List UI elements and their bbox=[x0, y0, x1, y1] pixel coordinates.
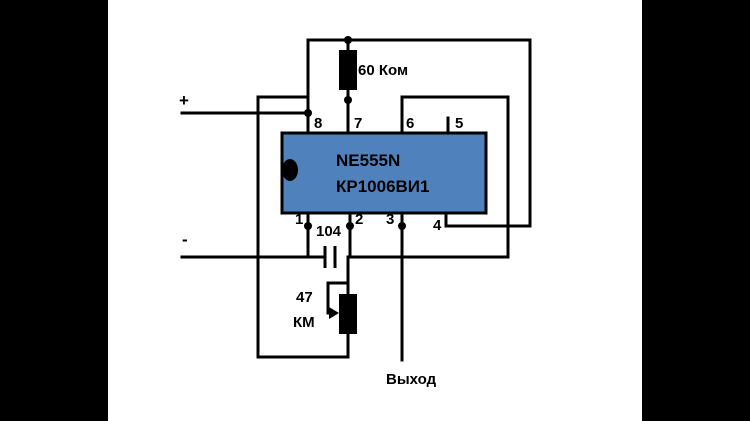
junction-dot bbox=[344, 36, 352, 44]
resistor-label: 60 Ком bbox=[358, 62, 408, 79]
ic-label-analog: КР1006ВИ1 bbox=[336, 177, 429, 196]
supply-plus-label: + bbox=[179, 91, 189, 110]
resistor-60k bbox=[339, 50, 357, 90]
junction-dot bbox=[304, 109, 312, 117]
pin-label-5: 5 bbox=[455, 115, 463, 132]
wire-left-loop bbox=[256, 95, 350, 359]
junction-dot bbox=[398, 222, 406, 230]
pot-label-value: 47 bbox=[296, 289, 313, 306]
ic-label-model: NE555N bbox=[336, 151, 400, 170]
junction-dot bbox=[304, 222, 312, 230]
ic-body bbox=[280, 131, 488, 215]
junction-dot bbox=[346, 222, 354, 230]
potentiometer-47k bbox=[339, 294, 357, 334]
wire-pin6-loop bbox=[350, 95, 510, 259]
ic-notch bbox=[282, 159, 298, 181]
wire-top-loop bbox=[306, 38, 532, 228]
pin-label-1: 1 bbox=[295, 211, 303, 228]
pin-label-6: 6 bbox=[406, 115, 414, 132]
pin-label-8: 8 bbox=[314, 115, 322, 132]
pot-label-unit: КМ bbox=[293, 314, 315, 331]
supply-minus-label: - bbox=[182, 230, 188, 249]
pin-label-2: 2 bbox=[355, 211, 363, 228]
pin-label-4: 4 bbox=[433, 217, 442, 234]
pot-wiper-arrow bbox=[329, 307, 339, 319]
junction-dot bbox=[344, 96, 352, 104]
pin-label-3: 3 bbox=[386, 211, 394, 228]
pin-label-7: 7 bbox=[354, 115, 362, 132]
capacitor-label: 104 bbox=[316, 223, 342, 240]
output-label: Выход bbox=[386, 371, 437, 388]
